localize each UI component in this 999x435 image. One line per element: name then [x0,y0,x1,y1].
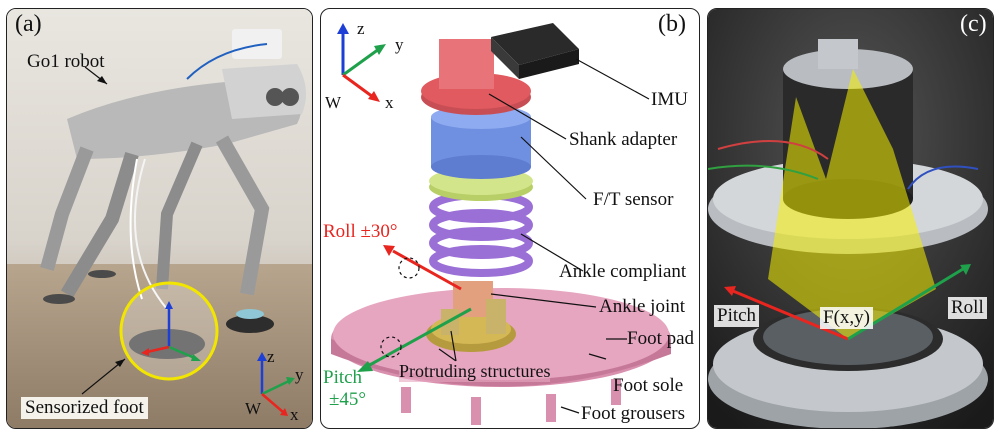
foot-pad-label: Foot pad [627,328,695,349]
force-label: F(x,y) [820,307,873,329]
ankle-compliant-label: Ankle compliant [559,261,687,282]
axis-x-label: x [290,405,299,424]
robot-photo [7,9,312,428]
b-axis-origin: W [325,93,342,112]
shank-adapter-label: Shank adapter [569,129,678,150]
panel-b-label: (b) [658,11,686,37]
panel-c: (c) Pitch Roll F(x,y) [707,8,994,429]
robot-label: Go1 robot [27,51,105,72]
imu-label: IMU [651,89,688,110]
pitch-range-label: ±45° [329,389,367,410]
pitch-label: Pitch [323,367,363,388]
foot-label: Sensorized foot [21,397,148,419]
axis-y-label: y [295,365,304,384]
world-axes [257,352,295,416]
roll-range-label: Roll ±30° [323,221,398,242]
axis-z-label: z [267,347,275,366]
foot-sole-label: Foot sole [613,375,684,396]
panel-b: (b) z y x W IMU Shank adapter F/T sensor… [320,8,700,429]
panel-a: (a) Go1 robot Sensorized foot z y x W [6,8,313,429]
ft-sensor-label: F/T sensor [593,189,674,210]
world-axes-b [337,23,386,102]
roll-axis-label: Roll [948,297,987,319]
ankle-joint-label: Ankle joint [599,296,686,317]
panel-c-label: (c) [960,11,987,37]
axis-origin-label: W [245,399,262,418]
pitch-axis-label: Pitch [714,305,760,327]
protruding-label: Protruding structures [399,361,551,382]
b-axis-z: z [357,19,365,38]
b-axis-y: y [395,35,404,54]
panel-a-label: (a) [15,11,42,37]
foot-grousers-label: Foot grousers [581,403,685,424]
b-axis-x: x [385,93,394,112]
foot-photo [708,9,993,428]
